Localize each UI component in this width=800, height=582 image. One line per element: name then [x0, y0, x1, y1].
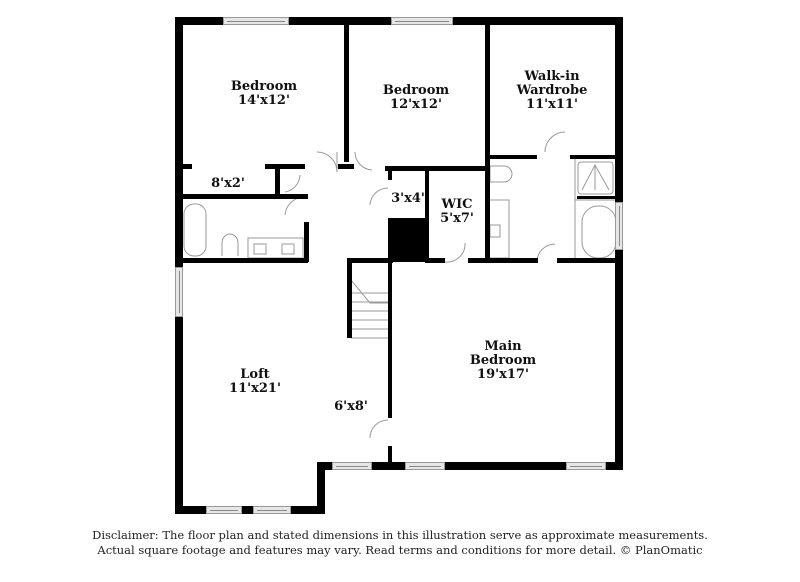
wall-main-left-low — [388, 446, 392, 466]
wall-step — [317, 462, 325, 514]
wall-bed1-bed2 — [344, 22, 349, 162]
wall-bottom-right — [317, 462, 623, 470]
room-name: Bedroom — [230, 79, 298, 94]
window-bed2 — [391, 17, 453, 25]
room-dimensions: 12'x12' — [390, 97, 442, 112]
wall-bed2-wardrobe — [485, 22, 490, 258]
room-dimensions: 14'x12' — [238, 93, 290, 108]
room-name: WIC — [441, 197, 473, 212]
room-dimensions: 5'x7' — [440, 211, 474, 226]
wall-mbath-bottom — [557, 258, 619, 263]
room-label-closet-8x2: 8'x2' — [211, 177, 245, 191]
disclaimer: Disclaimer: The floor plan and stated di… — [0, 528, 800, 558]
wall-left — [175, 17, 183, 514]
wall-wardrobe-bottom-a — [487, 155, 537, 159]
room-name-line2: Bedroom — [469, 353, 537, 368]
window-loft-left — [175, 267, 183, 317]
wall-stair-left — [347, 258, 352, 338]
room-dimensions: 6'x8' — [334, 399, 368, 414]
room-dimensions: 3'x4' — [391, 191, 425, 206]
wall-wic-left — [425, 166, 429, 262]
window-landing — [332, 462, 372, 470]
disclaimer-line-1: Disclaimer: The floor plan and stated di… — [92, 528, 708, 542]
room-name-line1: Main — [484, 339, 522, 354]
room-label-loft: Loft 11'x21' — [229, 368, 281, 396]
wall-wic-bottom — [425, 258, 445, 263]
wall-bath-right — [304, 222, 309, 262]
window-bed1 — [223, 17, 289, 25]
disclaimer-line-2: Actual square footage and features may v… — [97, 543, 703, 557]
wall-main-left — [388, 258, 392, 418]
wall-closet-bottom — [178, 194, 308, 199]
room-label-landing-6x8: 6'x8' — [334, 400, 368, 414]
room-label-main-bedroom: Main Bedroom 19'x17' — [470, 340, 536, 382]
room-dimensions: 8'x2' — [211, 176, 245, 191]
wall-bath-bottom — [178, 258, 308, 263]
wall-wardrobe-bottom-b — [570, 155, 620, 159]
window-main-2 — [566, 462, 606, 470]
wall-bottom-left — [175, 506, 325, 514]
wall-bed1-bottom-b — [265, 164, 305, 169]
wall-hall-stub — [338, 164, 354, 169]
window-loft-bottom-2 — [253, 506, 291, 514]
window-loft-bottom-1 — [206, 506, 242, 514]
wall-shower-bottom — [577, 196, 619, 199]
door-arc — [316, 151, 338, 173]
room-name-line1: Walk-in — [524, 69, 580, 84]
room-name: Loft — [240, 367, 270, 382]
wall-hall-top — [385, 166, 490, 171]
wall-bed1-bottom-a — [178, 164, 192, 169]
room-name-line2: Wardrobe — [516, 83, 588, 98]
chase-block — [388, 218, 428, 262]
wall-closet3-left — [388, 166, 392, 180]
window-mbath — [615, 202, 623, 250]
wall-stair-top — [347, 258, 393, 263]
room-label-closet-3x4: 3'x4' — [391, 192, 425, 206]
room-dimensions: 11'x11' — [526, 97, 578, 112]
wall-closet-side — [275, 168, 280, 196]
stairs — [350, 278, 389, 339]
wall-wic-bottom-b — [468, 258, 538, 263]
room-dimensions: 19'x17' — [477, 367, 529, 382]
room-name: Bedroom — [382, 83, 450, 98]
room-label-bedroom-1: Bedroom 14'x12' — [231, 80, 297, 108]
room-label-walk-in-wardrobe: Walk-in Wardrobe 11'x11' — [517, 70, 588, 112]
room-label-wic: WIC 5'x7' — [440, 198, 474, 226]
window-main-1 — [405, 462, 445, 470]
room-label-bedroom-2: Bedroom 12'x12' — [383, 84, 449, 112]
room-dimensions: 11'x21' — [229, 381, 281, 396]
